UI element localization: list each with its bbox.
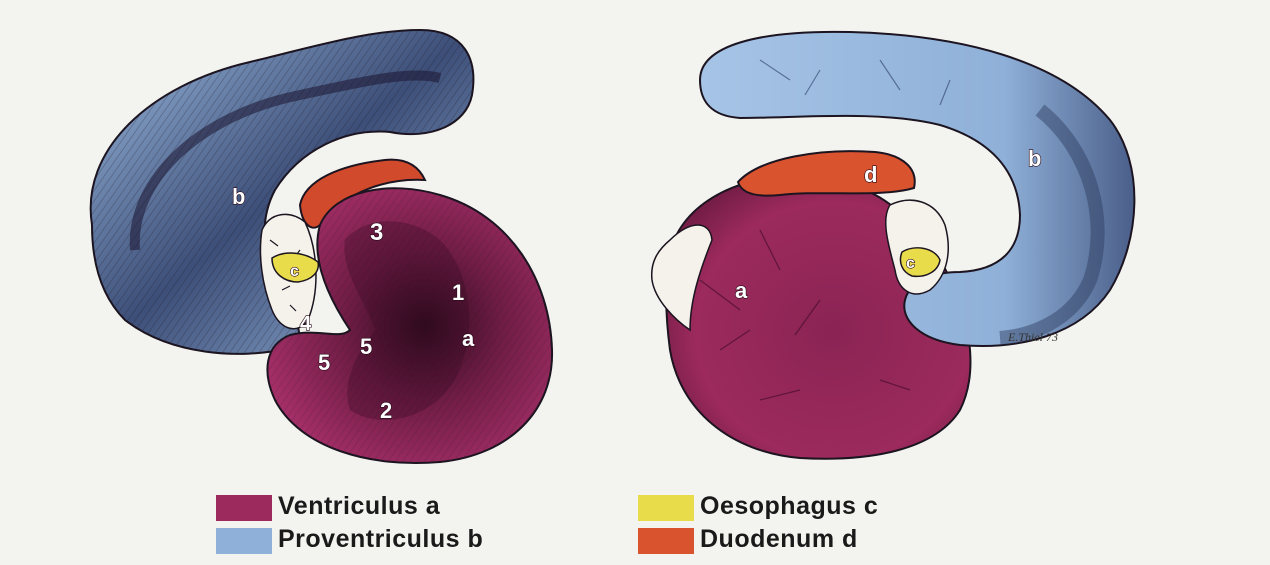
legend-swatch-proventriculus: [216, 528, 272, 554]
label-left-b: b: [232, 184, 245, 209]
legend-swatch-oesophagus: [638, 495, 694, 521]
label-left-1: 1: [452, 280, 464, 305]
label-right-d: d: [864, 162, 877, 187]
label-left-4: 4: [300, 313, 312, 335]
label-left-5b: 5: [360, 334, 372, 359]
legend-label-oesophagus: Oesophagus c: [700, 492, 878, 521]
duodenum-right: [738, 151, 915, 196]
legend-label-ventriculus: Ventriculus a: [278, 492, 440, 521]
label-right-c: c: [906, 255, 915, 272]
legend-swatch-ventriculus: [216, 495, 272, 521]
label-left-c: c: [290, 263, 299, 280]
label-right-a: a: [735, 278, 748, 303]
legend-swatch-duodenum: [638, 528, 694, 554]
legend-label-proventriculus: Proventriculus b: [278, 525, 483, 554]
label-right-b: b: [1028, 146, 1041, 171]
label-left-5a: 5: [318, 350, 330, 375]
label-left-3: 3: [370, 219, 383, 246]
artist-signature: E.Thiel 73: [1008, 330, 1058, 345]
label-left-a: a: [462, 326, 475, 351]
legend-label-duodenum: Duodenum d: [700, 525, 858, 554]
label-left-2: 2: [380, 398, 392, 423]
